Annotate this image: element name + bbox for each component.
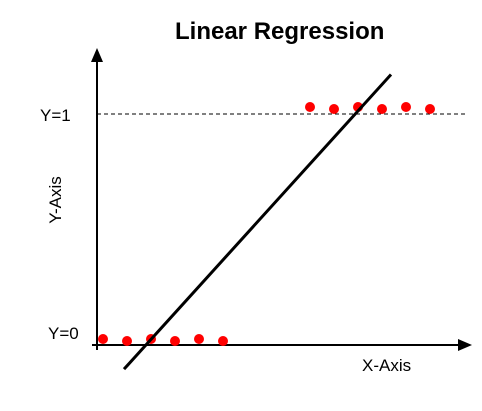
- data-point: [98, 334, 108, 344]
- data-point: [122, 336, 132, 346]
- data-point: [425, 104, 435, 114]
- data-point: [218, 336, 228, 346]
- y1-label: Y=1: [40, 106, 71, 125]
- regression-line: [122, 73, 393, 371]
- data-point: [194, 334, 204, 344]
- y0-label: Y=0: [48, 324, 79, 343]
- x-axis-label: X-Axis: [362, 356, 412, 375]
- data-point: [377, 104, 387, 114]
- data-point: [170, 336, 180, 346]
- chart-title: Linear Regression: [175, 18, 385, 45]
- data-point: [401, 102, 411, 112]
- data-point: [329, 104, 339, 114]
- y-axis-label: Y-Axis: [45, 176, 65, 224]
- y-axis-arrow: [91, 48, 103, 62]
- data-point: [305, 102, 315, 112]
- x-axis-arrow: [458, 339, 472, 351]
